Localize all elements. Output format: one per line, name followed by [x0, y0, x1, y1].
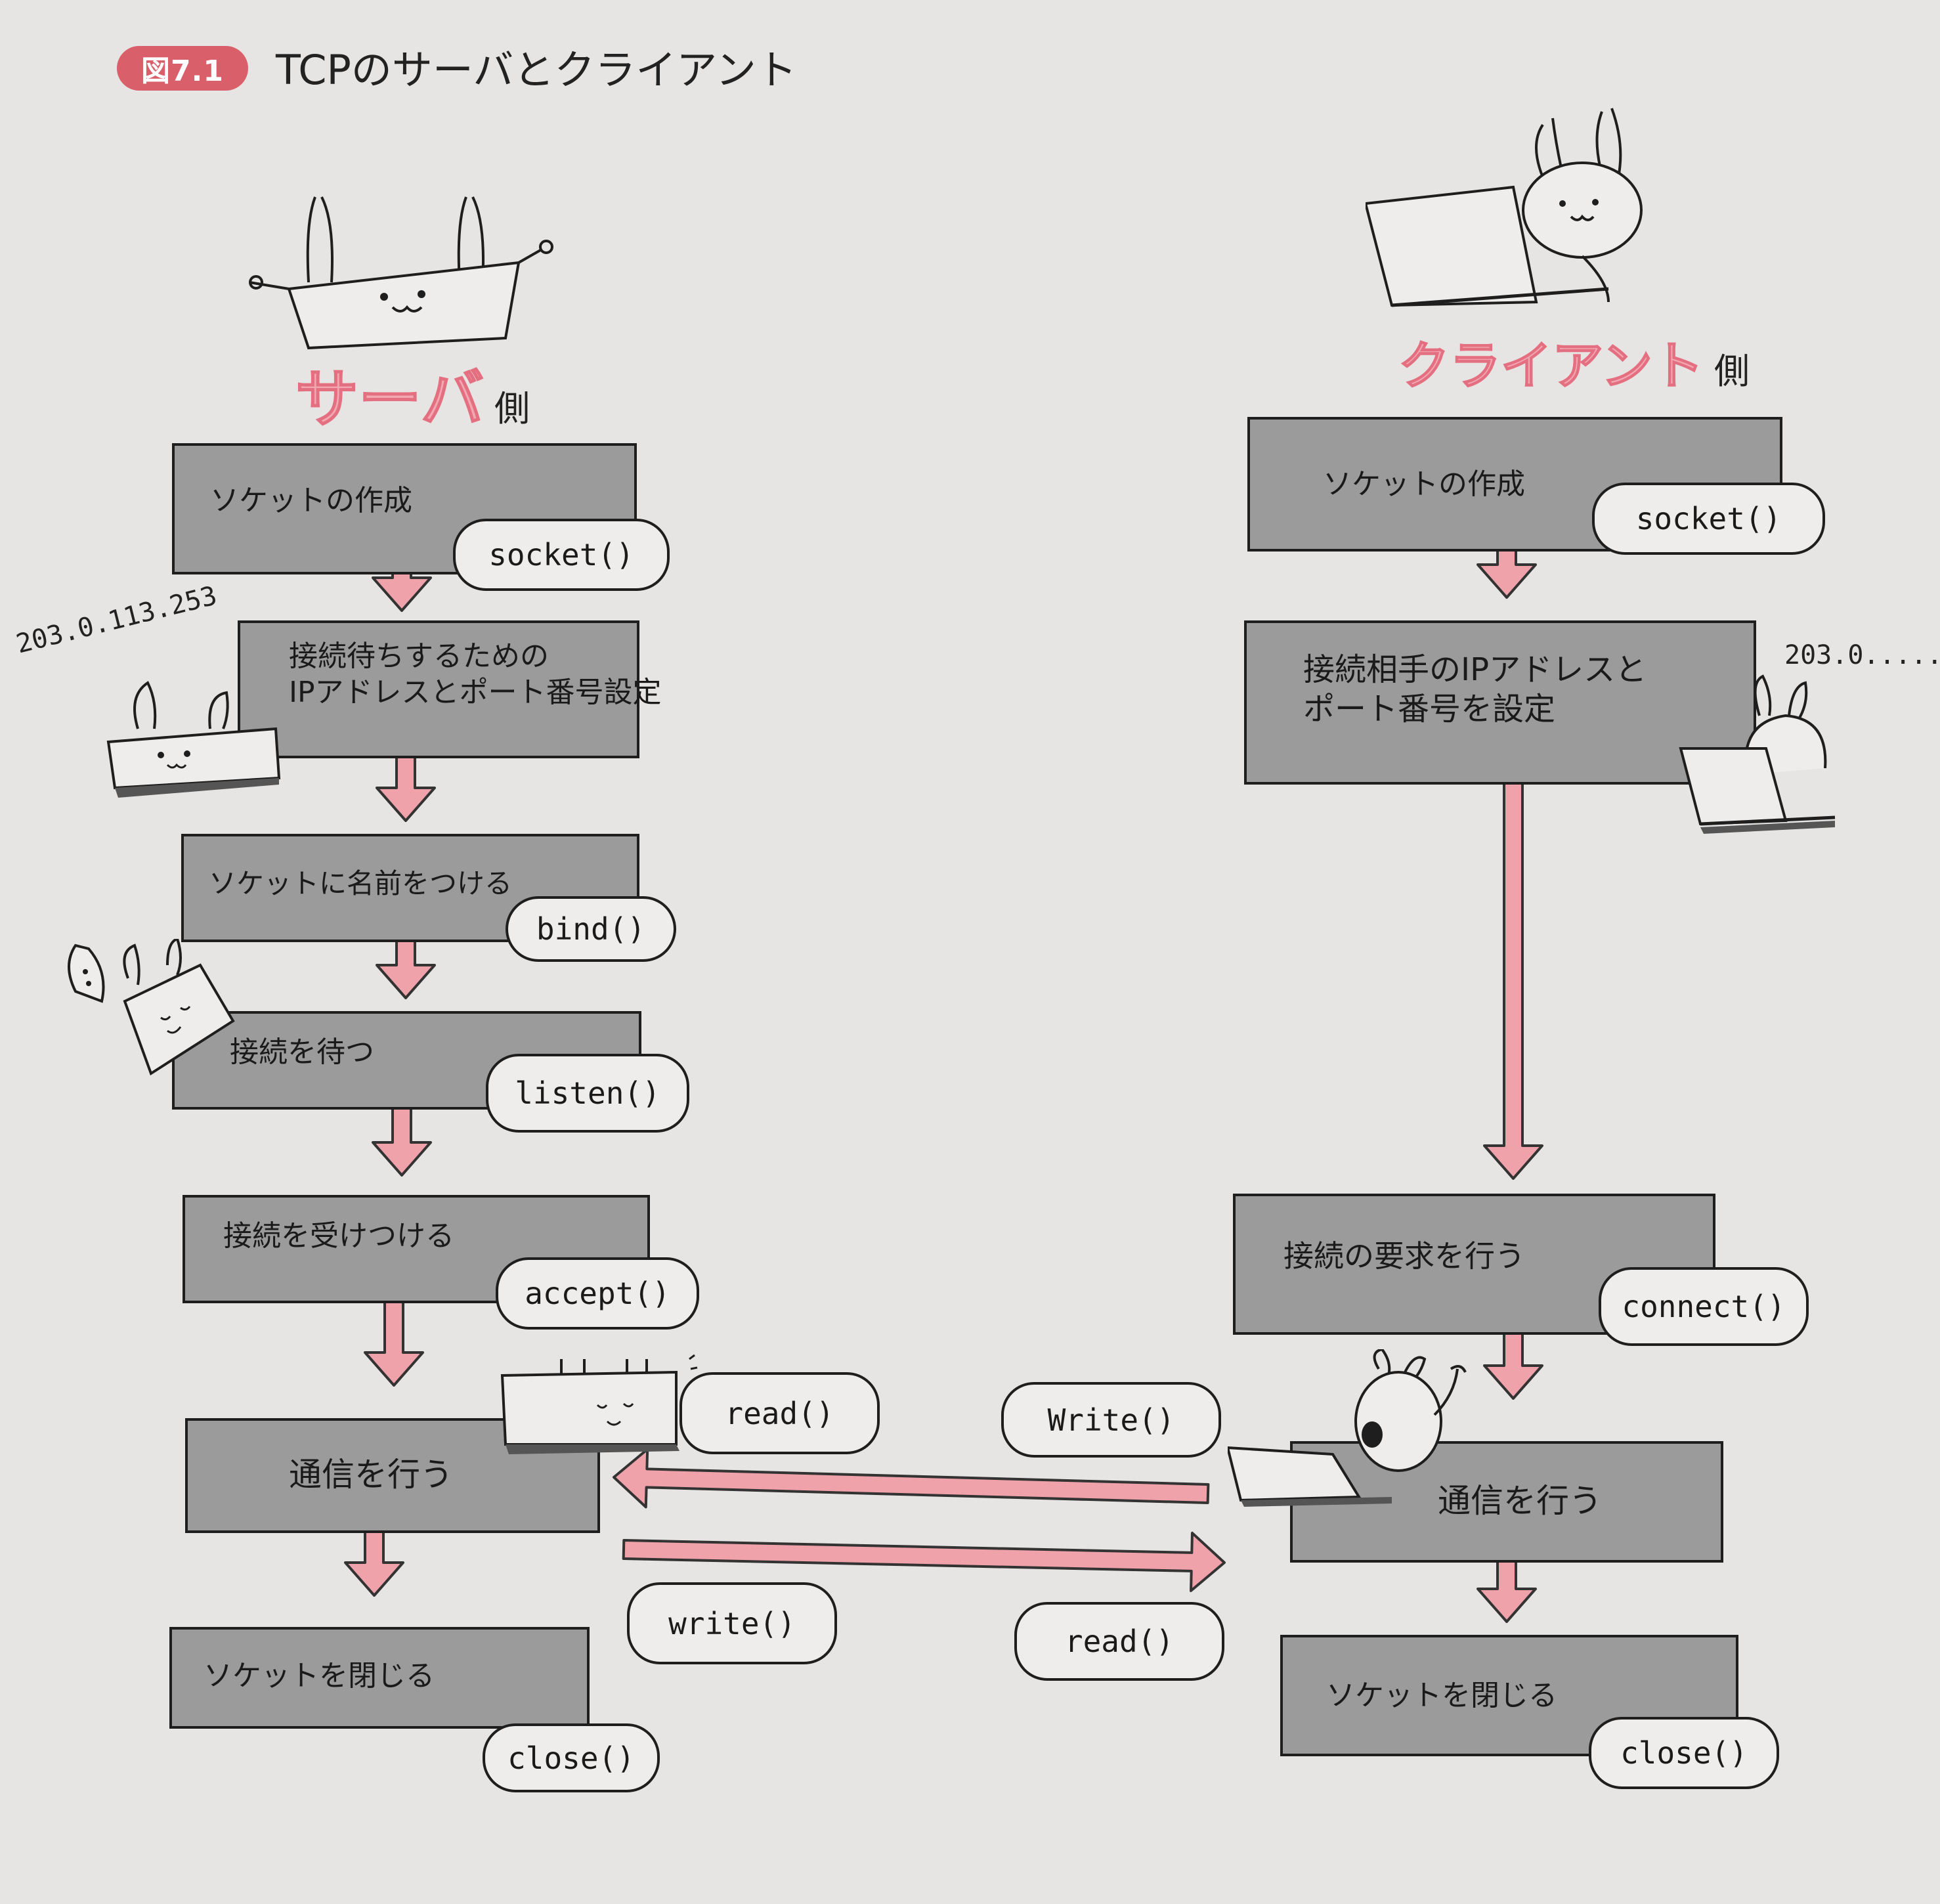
client-heading-suffix: 側 — [1714, 351, 1750, 392]
client-heading: クライアント側 — [1398, 325, 1750, 399]
server-bind-call-bubble: bind() — [506, 896, 676, 962]
exchange-arrow-to-client — [622, 1531, 1226, 1592]
client-arrow-4 — [1477, 1558, 1537, 1623]
server-arrow-2 — [376, 754, 436, 822]
client-heading-text: クライアント — [1398, 336, 1704, 397]
server-step-address-text: 接続待ちするための IPアドレスとポート番号設定 — [289, 639, 662, 709]
client-arrow-1 — [1477, 547, 1537, 599]
server-step-bind-label: ソケットに名前をつける — [209, 867, 513, 899]
server-step-accept-label: 接続を受けつける — [223, 1219, 454, 1253]
server-heading-suffix: 側 — [494, 388, 530, 429]
server-close-call-bubble: close() — [483, 1723, 660, 1792]
client-step-connect-label: 接続の要求を行う — [1283, 1238, 1525, 1274]
client-rabbit-laptop-icon — [1366, 108, 1643, 307]
client-write-call-bubble: Write() — [1001, 1382, 1221, 1458]
client-socket-call-bubble: socket() — [1592, 483, 1825, 555]
client-step-address-label: 接続相手のIPアドレスと ポート番号を設定 — [1303, 650, 1647, 729]
client-step-socket-label: ソケットの作成 — [1323, 467, 1525, 501]
client-connect-call-bubble: connect() — [1599, 1267, 1809, 1346]
server-accept-call-bubble: accept() — [496, 1257, 699, 1330]
server-box-character-icon — [249, 196, 553, 350]
client-step-address-box — [1244, 620, 1756, 785]
server-heading: サーバ側 — [295, 348, 530, 439]
server-write-call-bubble: write() — [627, 1582, 837, 1664]
figure-number-badge: 図7.1 — [117, 46, 248, 91]
server-step-close-box — [169, 1627, 590, 1729]
client-close-call-bubble: close() — [1589, 1717, 1779, 1789]
server-step-communicate-label: 通信を行う — [289, 1456, 453, 1494]
server-step-address-label: 接続待ちするための IPアドレスとポート番号設定 — [289, 638, 662, 710]
server-arrow-4 — [372, 1107, 432, 1177]
client-rabbit-small-icon — [1679, 674, 1836, 834]
server-box-character-tilted-icon — [68, 939, 235, 1076]
server-step-socket-label: ソケットの作成 — [210, 484, 412, 517]
server-arrow-3 — [376, 938, 436, 999]
client-arrow-2 — [1483, 780, 1543, 1180]
client-ip-note: 203.0..... — [1784, 640, 1940, 670]
server-box-character-read-icon — [500, 1354, 698, 1454]
server-read-call-bubble: read() — [679, 1372, 880, 1454]
server-step-close-label: ソケットを閉じる — [204, 1659, 435, 1693]
server-socket-call-bubble: socket() — [453, 519, 670, 591]
server-box-character-small-icon — [106, 681, 281, 798]
server-listen-call-bubble: listen() — [486, 1054, 689, 1133]
server-step-address-box — [238, 620, 639, 758]
client-step-communicate-label: 通信を行う — [1438, 1482, 1602, 1520]
server-arrow-6 — [344, 1528, 404, 1597]
client-read-call-bubble: read() — [1014, 1602, 1224, 1681]
server-arrow-5 — [364, 1299, 424, 1387]
client-step-address-text: 接続相手のIPアドレスと ポート番号を設定 — [1303, 651, 1647, 727]
exchange-arrow-to-server — [613, 1448, 1210, 1509]
server-heading-text: サーバ — [295, 362, 485, 437]
figure-title: TCPのサーバとクライアント — [276, 46, 797, 94]
client-step-close-label: ソケットを閉じる — [1326, 1679, 1557, 1712]
server-step-listen-label: 接続を待つ — [230, 1035, 374, 1069]
client-rabbit-waving-icon — [1228, 1349, 1467, 1507]
client-arrow-3 — [1483, 1331, 1543, 1400]
